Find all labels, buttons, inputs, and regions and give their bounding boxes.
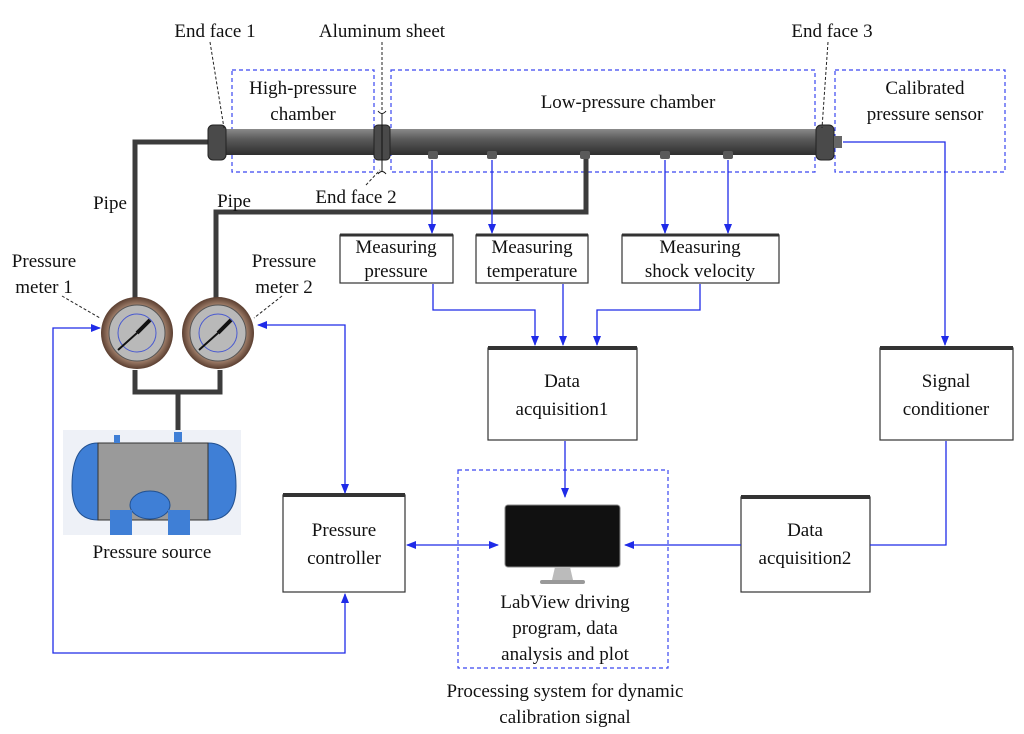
calibrated-sensor-label-1: Calibrated (885, 78, 965, 99)
high-pressure-label-2: chamber (270, 104, 336, 125)
svg-text:Data: Data (544, 371, 580, 392)
aluminum-sheet-label: Aluminum sheet (319, 21, 446, 42)
meter-1-leader (61, 295, 101, 319)
processing-caption-1: Processing system for dynamic (447, 681, 684, 702)
pressure-meter-2-gauge (182, 297, 254, 369)
pressure-meter-1-label-2: meter 1 (15, 277, 73, 298)
end-face-1-label: End face 1 (174, 21, 255, 42)
high-pressure-chamber-region (231, 69, 375, 173)
signal-lines (52, 141, 949, 654)
monitor-text-3: analysis and plot (501, 644, 629, 665)
svg-text:shock velocity: shock velocity (645, 261, 756, 282)
high-pressure-label-1: High-pressure (249, 78, 357, 99)
svg-text:Data: Data (787, 520, 823, 541)
svg-text:Measuring: Measuring (355, 237, 437, 258)
calibrated-sensor (834, 136, 842, 148)
calibrated-sensor-region (834, 69, 1006, 173)
pipe-2 (213, 158, 589, 298)
pressure-meter-1-gauge (101, 297, 173, 369)
svg-text:acquisition1: acquisition1 (516, 399, 609, 420)
processing-caption-2: calibration signal (499, 707, 630, 728)
low-pressure-label: Low-pressure chamber (541, 92, 716, 113)
monitor-text-1: LabView driving (500, 592, 630, 613)
svg-text:Measuring: Measuring (491, 237, 573, 258)
low-pressure-chamber-region (390, 69, 816, 173)
svg-text:acquisition2: acquisition2 (759, 548, 852, 569)
svg-text:Pressure: Pressure (312, 520, 376, 541)
data-acquisition-2-box: Data acquisition2 (740, 495, 871, 593)
end-face-3-label: End face 3 (791, 21, 872, 42)
svg-text:Measuring: Measuring (659, 237, 741, 258)
pipe-1 (132, 139, 210, 298)
end-face-3-leader (821, 41, 829, 129)
pressure-meter-2-label-1: Pressure (252, 251, 316, 272)
pressure-source-label: Pressure source (93, 542, 212, 563)
aluminum-sheet (377, 110, 387, 175)
meter-2-leader (253, 295, 283, 319)
measuring-temperature-box: Measuring temperature (475, 233, 589, 284)
end-face-2-label: End face 2 (315, 187, 396, 208)
pressure-meter-2-label-2: meter 2 (255, 277, 313, 298)
end-face-1-leader (209, 41, 225, 129)
end-face-2-leader (365, 169, 381, 186)
svg-text:controller: controller (307, 548, 382, 569)
svg-text:pressure: pressure (364, 261, 427, 282)
end-face-3-flange (815, 124, 835, 161)
pipe-1-label: Pipe (93, 193, 127, 214)
source-pipe (132, 370, 223, 435)
pressure-meter-1-label-1: Pressure (12, 251, 76, 272)
monitor-icon (504, 504, 621, 584)
svg-text:Signal: Signal (922, 371, 971, 392)
signal-conditioner-box: Signal conditioner (879, 346, 1014, 441)
data-acquisition-1-box: Data acquisition1 (487, 346, 638, 441)
shock-tube (207, 110, 842, 175)
end-face-1-flange (207, 124, 227, 161)
svg-text:temperature: temperature (487, 261, 578, 282)
processing-system-region (457, 469, 669, 669)
svg-text:conditioner: conditioner (903, 399, 990, 420)
monitor-text-2: program, data (512, 618, 618, 639)
measuring-pressure-box: Measuring pressure (339, 233, 454, 284)
calibrated-sensor-label-2: pressure sensor (867, 104, 984, 125)
pressure-source-tank (63, 430, 241, 535)
pressure-controller-box: Pressure controller (282, 493, 406, 593)
pipe-2-label: Pipe (217, 191, 251, 212)
measuring-shock-velocity-box: Measuring shock velocity (621, 233, 780, 284)
